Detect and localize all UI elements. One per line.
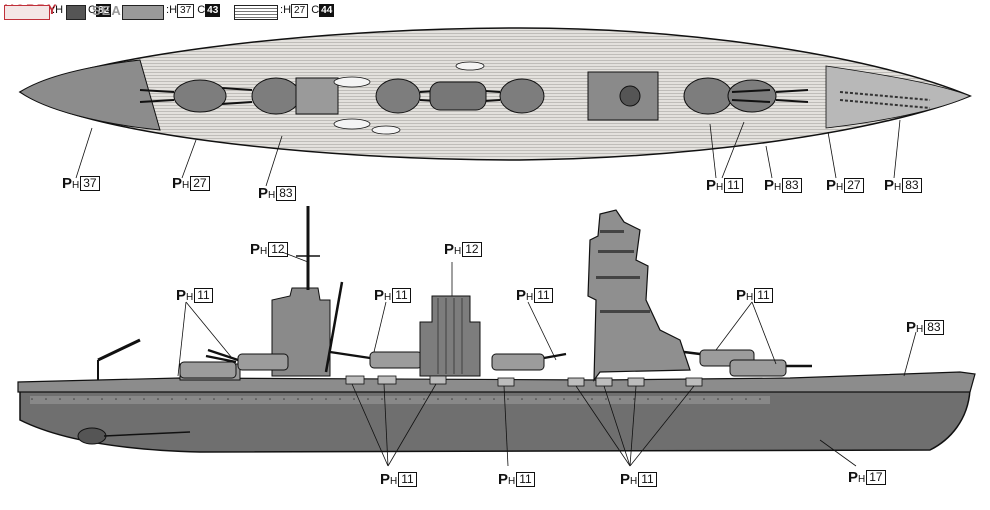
side-turrets	[179, 349, 787, 379]
side-shaft	[103, 431, 191, 437]
legend-swatch-red	[4, 5, 50, 20]
legend-num-2: 82	[95, 4, 112, 17]
top-leader-lines	[75, 119, 901, 187]
legend-colorcode-3: C	[197, 4, 206, 16]
top-bow-gray	[19, 59, 161, 131]
side-leader-lines	[177, 251, 917, 467]
legend-swatch-dark	[66, 5, 86, 20]
side-propeller	[77, 427, 107, 445]
top-view	[18, 27, 972, 187]
top-turrets	[173, 77, 777, 115]
legend-ccnum-3: 43	[205, 4, 221, 17]
top-anchor-chain-2	[839, 99, 931, 109]
side-hull-lower	[19, 389, 971, 453]
legend-code-1: H	[55, 4, 64, 16]
top-boats	[333, 61, 485, 135]
legend-colorcode-4: C	[311, 4, 320, 16]
legend-code-3: H	[169, 4, 178, 16]
legend-swatch-wood	[234, 5, 278, 20]
side-funnel	[419, 295, 481, 377]
legend-code-4: H	[283, 4, 292, 16]
top-tower-top	[619, 85, 641, 107]
legend-num-4: 27	[291, 4, 309, 18]
legend-ccnum-4: 44	[319, 4, 335, 17]
legend-colorcode-2: C	[88, 4, 96, 16]
side-hull-band	[30, 396, 770, 404]
legend-strip: HOBBY :H C82 SEARCH :H37 C43 :H27 C44	[0, 0, 990, 22]
side-hull-upper	[17, 371, 976, 393]
legend-num-3: 37	[177, 4, 195, 18]
top-stern-gray	[825, 65, 972, 129]
legend-item-1: :H	[52, 4, 64, 16]
top-funnel	[429, 81, 487, 111]
top-fwd-superstructure	[295, 77, 339, 115]
side-pagoda-windows	[596, 230, 650, 313]
side-aft-derrick	[324, 281, 344, 373]
side-funnel-lines	[437, 298, 463, 374]
side-pagoda-mast	[587, 209, 691, 382]
top-anchor-chain	[839, 91, 931, 101]
legend-swatch-medium	[122, 5, 164, 20]
side-view	[17, 206, 976, 467]
side-crane	[97, 338, 141, 362]
